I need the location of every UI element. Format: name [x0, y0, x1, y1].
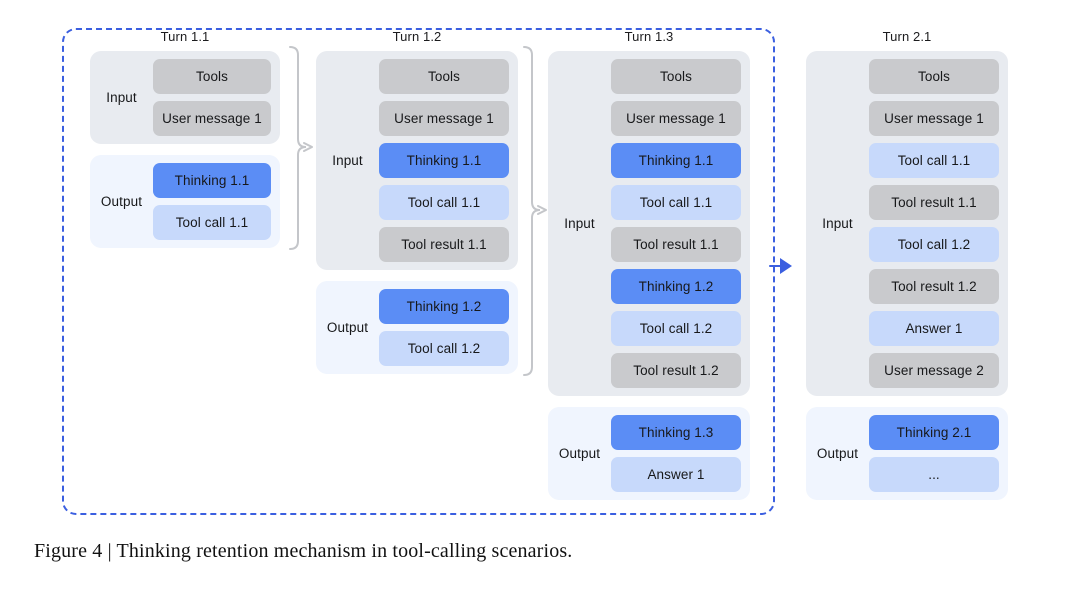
panel-label: Output: [100, 194, 143, 209]
message-block: Tools: [153, 59, 271, 94]
message-block: Answer 1: [611, 457, 741, 492]
message-block: Tool result 1.1: [379, 227, 509, 262]
message-block: User message 1: [869, 101, 999, 136]
message-block: Tools: [611, 59, 741, 94]
turn-title: Turn 1.1: [160, 29, 210, 44]
figure-caption: Figure 4 | Thinking retention mechanism …: [34, 540, 573, 562]
message-block: Answer 1: [869, 311, 999, 346]
message-block: Thinking 1.1: [611, 143, 741, 178]
panel-label: Output: [326, 320, 369, 335]
message-block: Tool result 1.2: [869, 269, 999, 304]
message-block: Tool call 1.2: [869, 227, 999, 262]
turn-title: Turn 1.3: [624, 29, 674, 44]
message-block: Tool call 1.2: [611, 311, 741, 346]
message-block: ...: [869, 457, 999, 492]
panel-label: Input: [106, 90, 137, 105]
message-block: Tool call 1.2: [379, 331, 509, 366]
message-block: Tool call 1.1: [153, 205, 271, 240]
turn-title: Turn 2.1: [882, 29, 932, 44]
message-block: Thinking 1.2: [379, 289, 509, 324]
message-block: User message 1: [153, 101, 271, 136]
message-block: Thinking 2.1: [869, 415, 999, 450]
message-block: Thinking 1.1: [379, 143, 509, 178]
panel-label: Input: [564, 216, 595, 231]
message-block: Tool call 1.1: [611, 185, 741, 220]
message-block: Thinking 1.3: [611, 415, 741, 450]
message-block: Tools: [379, 59, 509, 94]
message-block: Tool result 1.1: [611, 227, 741, 262]
message-block: Tool call 1.1: [379, 185, 509, 220]
arrow-right-icon: [769, 258, 792, 274]
panel-output-turn-2-1: Output Thinking 2.1...: [806, 407, 1008, 500]
panel-label: Output: [816, 446, 859, 461]
message-block: User message 1: [611, 101, 741, 136]
message-block: Tool result 1.2: [611, 353, 741, 388]
message-block: Tools: [869, 59, 999, 94]
panel-label: Input: [822, 216, 853, 231]
panel-label: Output: [558, 446, 601, 461]
message-block: Tool result 1.1: [869, 185, 999, 220]
message-block: Thinking 1.2: [611, 269, 741, 304]
message-block: Thinking 1.1: [153, 163, 271, 198]
brace-arrow-right-icon: [523, 46, 547, 376]
message-block: User message 2: [869, 353, 999, 388]
message-block: Tool call 1.1: [869, 143, 999, 178]
panel-label: Input: [332, 153, 363, 168]
message-block: User message 1: [379, 101, 509, 136]
brace-arrow-right-icon: [289, 46, 313, 250]
turn-title: Turn 1.2: [392, 29, 442, 44]
block-list: Thinking 2.1...: [869, 415, 999, 492]
